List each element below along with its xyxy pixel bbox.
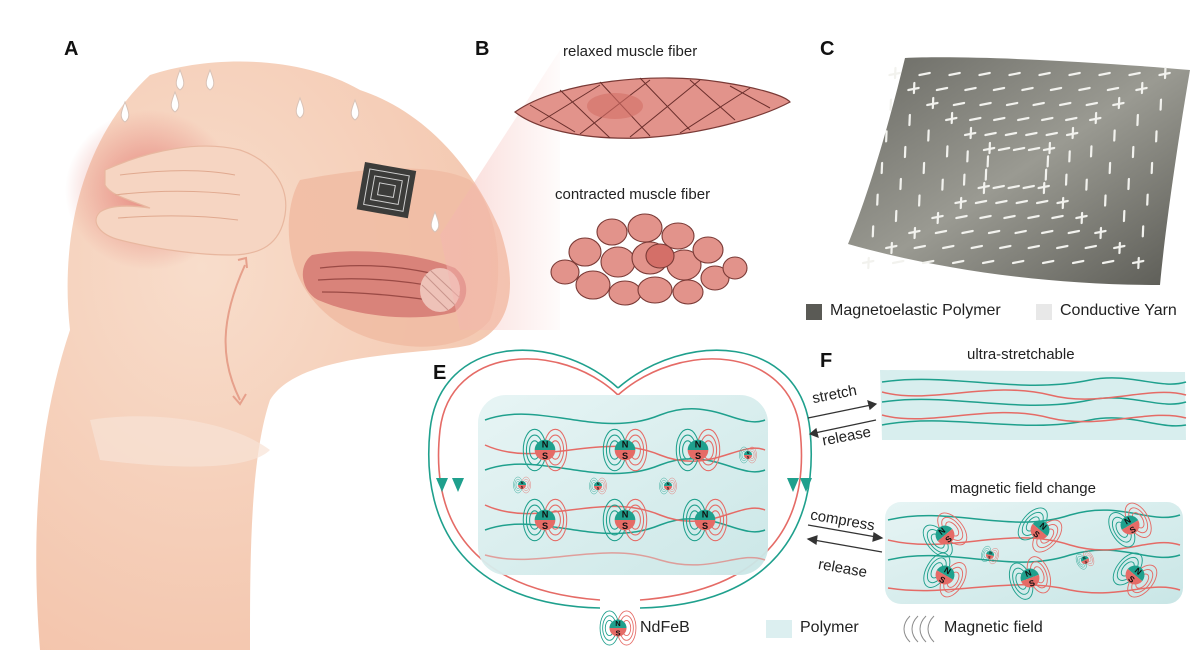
ndfeb-magnet: NS (739, 446, 757, 464)
magnet-north-letter: N (1038, 520, 1049, 532)
panel-label-f: F (820, 350, 833, 372)
magnet-south-letter: S (667, 487, 670, 491)
magnet-south-letter: S (937, 574, 947, 586)
ndfeb-magnet: NS (602, 498, 648, 542)
compress-arrows (806, 524, 884, 553)
magnet-south-letter: S (615, 629, 620, 638)
magnet-south-letter: S (1126, 574, 1137, 586)
field-lines-e (428, 349, 812, 609)
magnet-south-letter: S (1031, 529, 1042, 541)
hand (95, 145, 287, 256)
yarn-swatch (1036, 304, 1052, 320)
legend-yarn-label: Conductive Yarn (1060, 302, 1177, 319)
magnet-north-letter: N (521, 481, 524, 485)
magnet-north-letter: N (1133, 565, 1144, 577)
ndfeb-magnet: NS (513, 476, 531, 494)
ndfeb-magnet: NS (522, 498, 568, 542)
contracted-fiber-caption: contracted muscle fiber (555, 186, 711, 203)
magnetic-field-change-title: magnetic field change (950, 480, 1096, 497)
ndfeb-magnet: NS (602, 428, 648, 472)
legend-conductive-yarn: Conductive Yarn (1060, 302, 1177, 320)
magnet-south-letter: S (597, 487, 600, 491)
legend-ndfeb-label: NdFeB (640, 619, 690, 636)
magnet-south-letter: S (747, 456, 750, 460)
magnet-north-letter: N (622, 510, 629, 520)
ndfeb-magnet: NS (682, 498, 728, 542)
magnet-south-letter: S (622, 451, 628, 461)
magnet-north-letter: N (695, 440, 702, 450)
magnet-south-letter: S (521, 486, 524, 490)
compressed-block (885, 502, 1183, 604)
ndfeb-magnet: NS (922, 512, 968, 558)
panel-label-e: E (433, 362, 447, 384)
legend-polymer: Polymer (800, 619, 859, 637)
ndfeb-magnet: NS (675, 428, 721, 472)
magnet-south-letter: S (988, 555, 992, 560)
magnet-north-letter: N (542, 440, 549, 450)
magnet-north-letter: N (615, 619, 620, 628)
magnet-north-letter: N (747, 451, 750, 455)
ndfeb-magnet: NS (589, 477, 607, 495)
legend-magnetoelastic-polymer: Magnetoelastic Polymer (830, 302, 1001, 320)
ndfeb-magnet: NS (1075, 550, 1095, 570)
conductive-yarn-pattern (861, 66, 1171, 270)
polymer-swatch (806, 304, 822, 320)
ndfeb-magnet: NS (659, 477, 677, 495)
ndfeb-magnet: NS (1112, 552, 1158, 598)
magnet-north-letter: N (702, 510, 709, 520)
ndfeb-magnet: NS (1017, 507, 1063, 553)
ultra-stretchable-title: ultra-stretchable (967, 346, 1075, 363)
panel-label-a: A (64, 38, 79, 60)
magnet-north-letter: N (1024, 567, 1033, 578)
ndfeb-magnet: NS (923, 552, 967, 598)
magnet-south-letter: S (1028, 577, 1037, 588)
magnet-south-letter: S (695, 451, 701, 461)
magnet-north-letter: N (622, 440, 629, 450)
legend-field-label: Magnetic field (944, 619, 1043, 636)
magnet-north-letter: N (1082, 556, 1086, 561)
magnet-south-letter: S (702, 521, 708, 531)
magnet-south-letter: S (943, 533, 954, 545)
relaxed-fiber (514, 77, 791, 139)
legend-polymer-e-label: Polymer (800, 619, 859, 636)
stretched-sheet (880, 370, 1187, 440)
magnet-south-letter: S (542, 521, 548, 531)
magnet-north-letter: N (936, 525, 947, 537)
sensor-patch (356, 162, 417, 219)
ndfeb-magnet: NS (522, 428, 568, 472)
magnet-south-letter: S (542, 451, 548, 461)
magnet-north-letter: N (542, 510, 549, 520)
magnet-north-letter: N (1122, 515, 1132, 527)
magnet-north-letter: N (989, 551, 993, 556)
ndfeb-magnet: NS (1008, 556, 1052, 600)
panel-a-illustration (36, 61, 510, 651)
magnet-south-letter: S (622, 521, 628, 531)
field-legend-icon (903, 615, 935, 643)
polymer-legend-swatch (766, 620, 792, 638)
ndfeb-magnet: NS (599, 610, 637, 646)
panel-label-c: C (820, 38, 835, 60)
legend-polymer-label: Magnetoelastic Polymer (830, 302, 1001, 319)
magnet-north-letter: N (597, 482, 600, 486)
panel-label-b: B (475, 38, 490, 60)
sweat-drops (120, 68, 440, 233)
ndfeb-magnet: NS (1108, 502, 1152, 548)
magnet-north-letter: N (667, 482, 670, 486)
meg-sheet (848, 57, 1190, 286)
contracted-fiber (550, 213, 748, 306)
magnet-south-letter: S (1128, 524, 1138, 536)
ndfeb-legend-icon: NS (599, 610, 637, 646)
legend-magnetic-field: Magnetic field (944, 619, 1043, 637)
motion-arrow (224, 264, 246, 401)
stretch-arrows (807, 400, 878, 438)
ndfeb-magnet: NS (981, 545, 999, 565)
legend-ndfeb: NdFeB (640, 619, 690, 637)
relaxed-fiber-caption: relaxed muscle fiber (563, 43, 698, 60)
magnet-north-letter: N (942, 565, 952, 577)
magnet-south-letter: S (1084, 560, 1088, 565)
